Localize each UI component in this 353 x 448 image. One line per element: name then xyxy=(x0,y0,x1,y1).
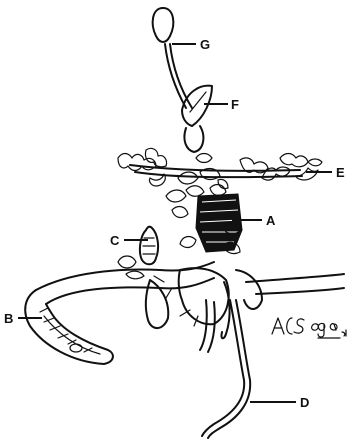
branch-e xyxy=(118,148,322,188)
label-d: D xyxy=(300,395,309,410)
label-c: C xyxy=(110,233,120,248)
stem-a xyxy=(180,194,242,254)
bud-c xyxy=(118,227,158,268)
leaf-g xyxy=(153,8,192,108)
leader-lines xyxy=(18,44,332,402)
artist-signature xyxy=(272,318,346,338)
leaf-f xyxy=(182,86,212,152)
label-e: E xyxy=(336,165,345,180)
label-b: B xyxy=(4,311,13,326)
label-a: A xyxy=(266,213,276,228)
label-f: F xyxy=(231,97,239,112)
root-mass xyxy=(146,268,344,438)
label-g: G xyxy=(200,37,210,52)
